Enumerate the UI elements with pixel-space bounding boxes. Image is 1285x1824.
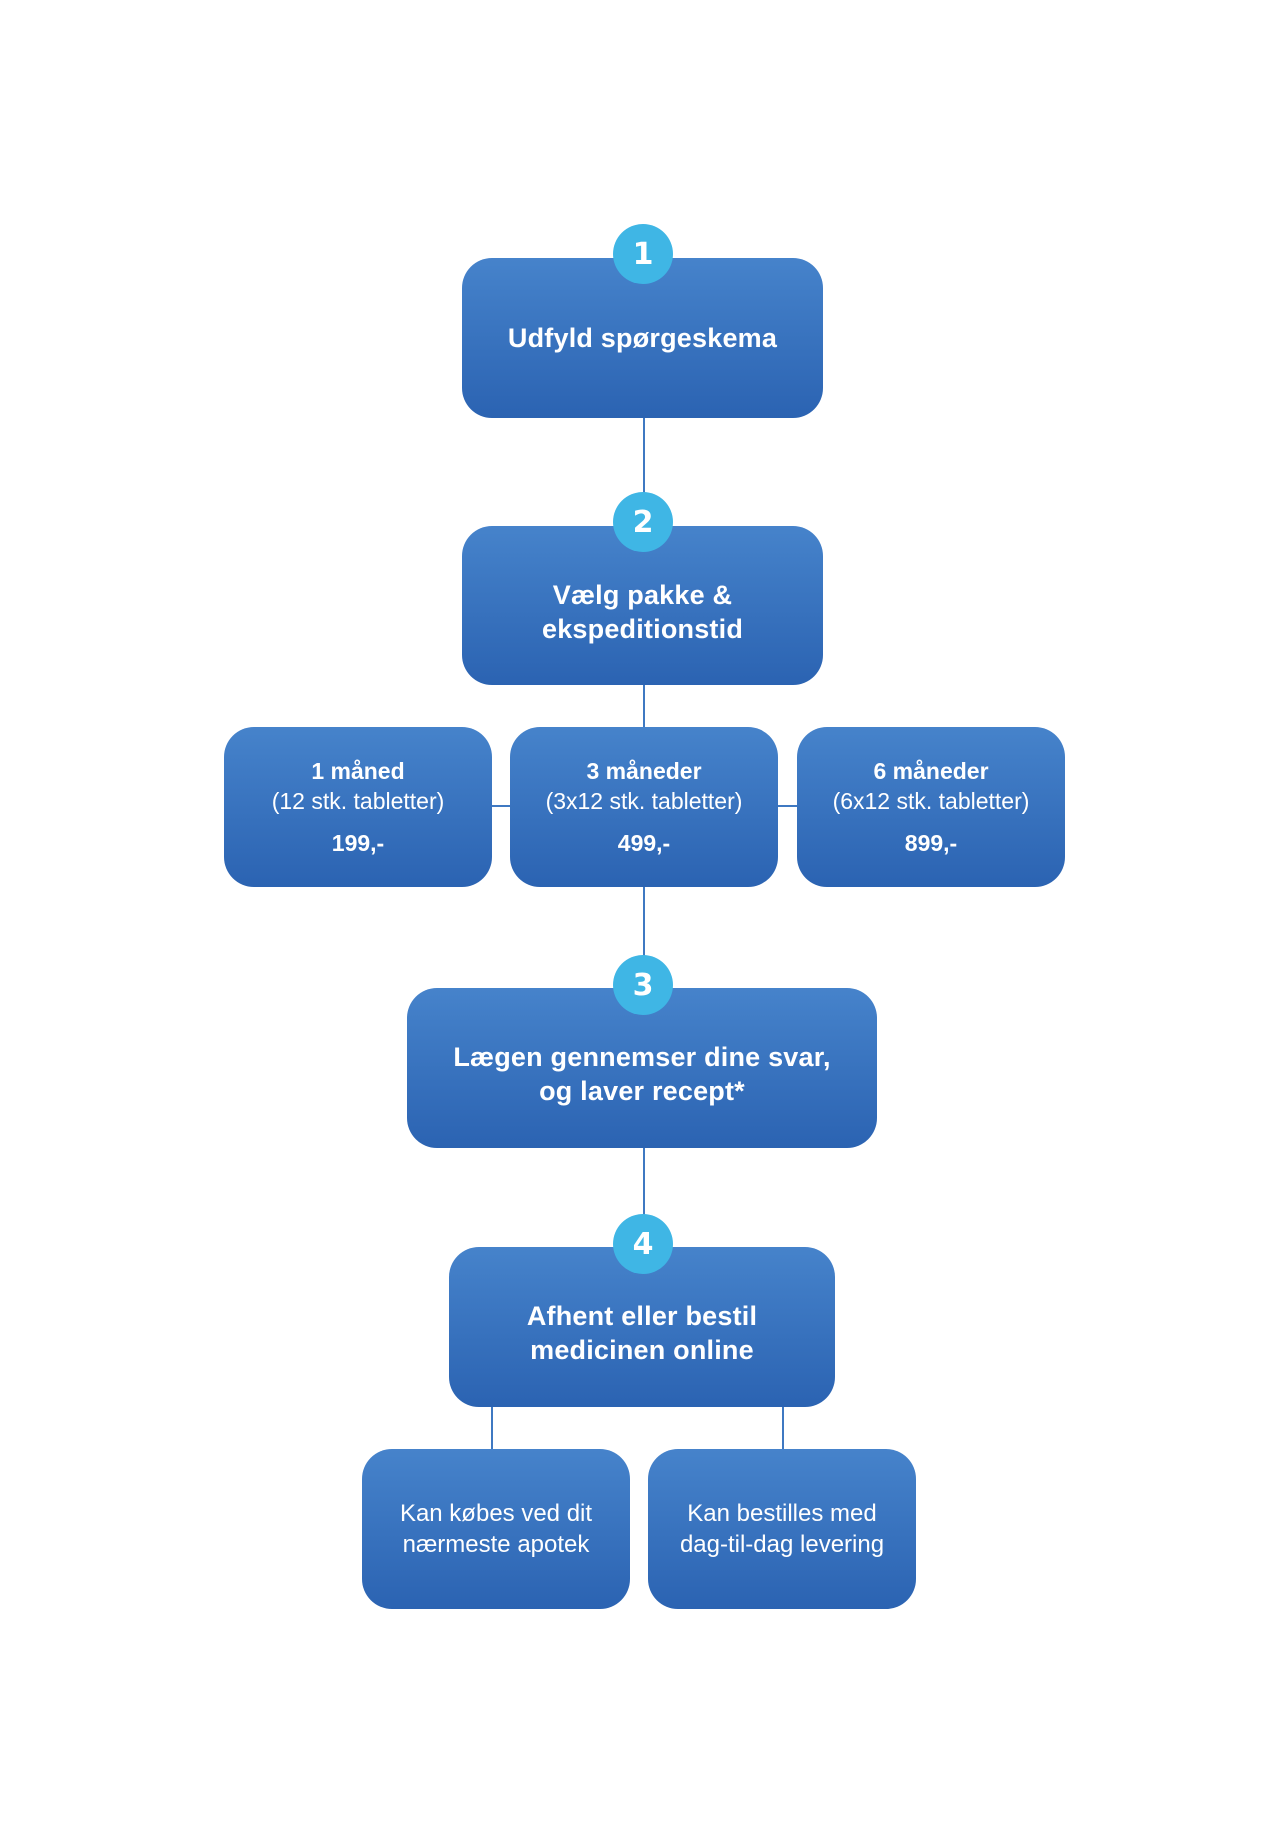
package-1-price: 199,-: [331, 830, 385, 856]
step-3-line-2: og laver recept*: [539, 1076, 745, 1106]
step-2-box: Vælg pakke & ekspeditionstid: [462, 526, 823, 685]
package-1-box: 1 måned (12 stk. tabletter) 199,-: [224, 727, 492, 887]
step-4-number-badge: 4: [613, 1214, 673, 1274]
package-1-name: 1 måned: [311, 758, 405, 784]
package-1-detail: (12 stk. tabletter): [271, 788, 445, 814]
package-2-name: 3 måneder: [586, 758, 702, 784]
option-delivery-line-1: Kan bestilles med: [687, 1500, 877, 1527]
connector-step3-step4: [643, 1148, 645, 1248]
option-pharmacy-box: Kan købes ved dit nærmeste apotek: [362, 1449, 630, 1609]
connector-step4-option2: [782, 1405, 784, 1451]
option-delivery-box: Kan bestilles med dag-til-dag levering: [648, 1449, 916, 1609]
package-3-detail: (6x12 stk. tabletter): [832, 788, 1030, 814]
option-delivery-text: Kan bestilles med dag-til-dag levering: [680, 1498, 884, 1560]
connector-step2-packages: [643, 685, 645, 729]
option-delivery-line-2: dag-til-dag levering: [679, 1531, 885, 1558]
package-3-box: 6 måneder (6x12 stk. tabletter) 899,-: [797, 727, 1065, 887]
step-2-line-1: Vælg pakke &: [552, 579, 733, 610]
step-3-line-1: Lægen gennemser dine svar,: [453, 1042, 831, 1072]
step-4-line-1: Afhent eller bestil: [526, 1301, 758, 1331]
step-2-line-2: ekspeditionstid: [541, 613, 744, 644]
option-pharmacy-line-1: Kan købes ved dit: [399, 1500, 593, 1527]
option-pharmacy-line-2: nærmeste apotek: [402, 1531, 590, 1558]
step-1-number-badge: 1: [613, 224, 673, 284]
option-pharmacy-text: Kan købes ved dit nærmeste apotek: [400, 1498, 592, 1560]
step-4-line-2: medicinen online: [530, 1335, 754, 1365]
package-2-detail: (3x12 stk. tabletter): [545, 788, 743, 814]
connector-step1-step2: [643, 418, 645, 528]
package-2-price: 499,-: [617, 830, 671, 856]
step-1-title: Udfyld spørgeskema: [508, 321, 777, 355]
step-1-box: Udfyld spørgeskema: [462, 258, 823, 418]
package-2-box: 3 måneder (3x12 stk. tabletter) 499,-: [510, 727, 778, 887]
step-4-title: Afhent eller bestil medicinen online: [527, 1299, 757, 1367]
step-2-title: Vælg pakke & ekspeditionstid: [542, 578, 743, 646]
package-3-name: 6 måneder: [873, 758, 989, 784]
step-3-title: Lægen gennemser dine svar, og laver rece…: [453, 1040, 830, 1108]
connector-step4-option1: [491, 1405, 493, 1451]
step-1-line-1: Udfyld spørgeskema: [507, 323, 778, 353]
connector-packages-step3: [643, 887, 645, 991]
package-3-price: 899,-: [904, 830, 958, 856]
step-2-number-badge: 2: [613, 492, 673, 552]
step-3-number-badge: 3: [613, 955, 673, 1015]
